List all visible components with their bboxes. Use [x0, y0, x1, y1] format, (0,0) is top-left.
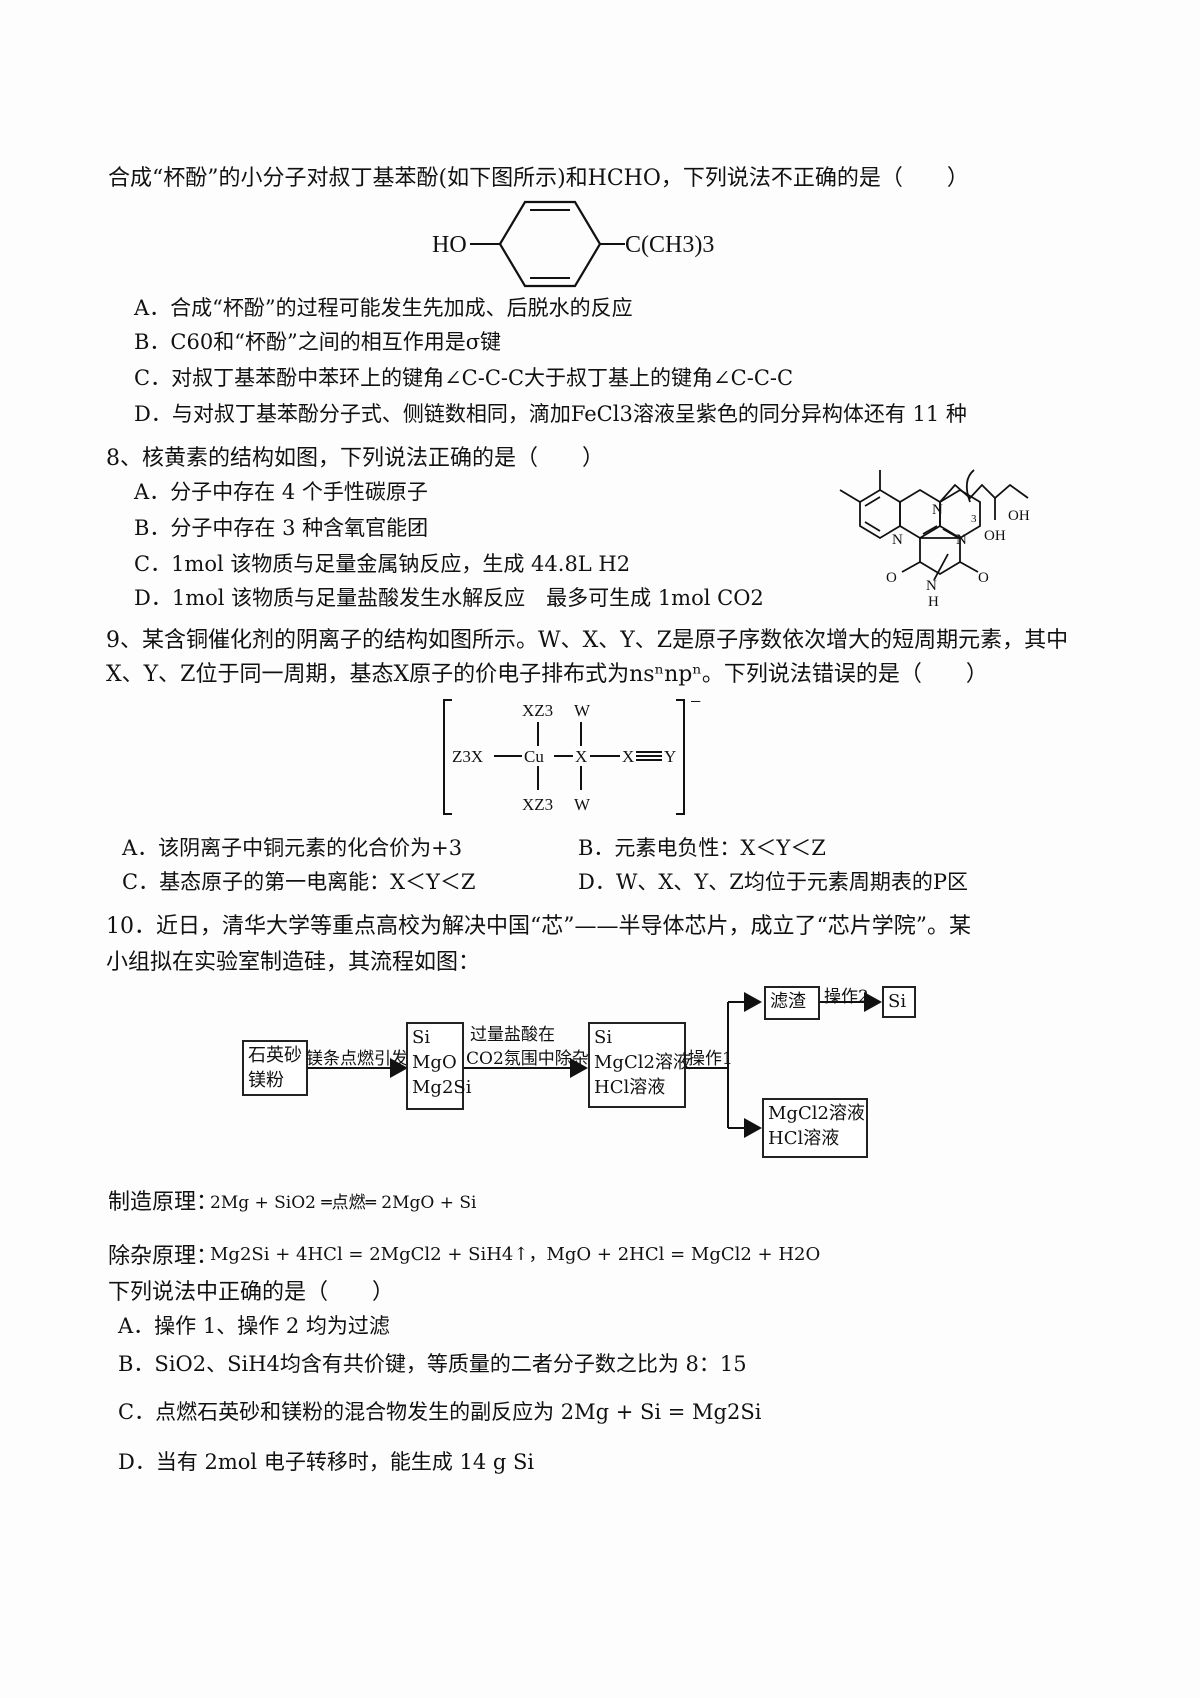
q10-principle1-label: 制造原理：: [108, 1190, 219, 1215]
flow-arrow3-label: 操作1: [688, 1049, 733, 1069]
flow-box6-line1: MgCl2溶液: [768, 1103, 865, 1124]
flow-box1-line2: 镁粉: [248, 1070, 284, 1091]
q8-o-label-1: O: [886, 570, 897, 586]
q8-oh-label-2: OH: [984, 528, 1006, 544]
flow-box6-line2: HCl溶液: [768, 1128, 840, 1149]
q7-structure-figure: HO C(CH3)3: [432, 200, 714, 288]
benzene-ring-icon: [498, 200, 602, 288]
flow-box5-label: Si: [888, 991, 907, 1012]
flow-arrow4-label: 操作2: [824, 987, 869, 1007]
q8-option-d: D．1mol 该物质与足量盐酸发生水解反应 最多可生成 1mol CO2: [134, 586, 764, 610]
flow-box1-line1: 石英砂: [248, 1045, 302, 1066]
q10-flow-arrows: [308, 992, 882, 1138]
flow-box-product-mixture: Si MgO Mg2Si: [406, 1022, 472, 1110]
q9-charge-label: −: [690, 692, 701, 713]
q8-o-label-2: O: [978, 570, 989, 586]
q9-option-b: B．元素电负性：X＜Y＜Z: [578, 836, 826, 860]
flow-box3-line1: Si: [594, 1027, 613, 1048]
q8-n-label-4: N: [926, 578, 937, 594]
q9-option-d: D．W、X、Y、Z均位于元素周期表的P区: [578, 870, 968, 894]
q10-stem-line2: 小组拟在实验室制造硅，其流程如图：: [106, 950, 481, 975]
q8-subscript-3: 3: [971, 513, 977, 525]
q7-option-c: C．对叔丁基苯酚中苯环上的键角∠C-C-C大于叔丁基上的键角∠C-C-C: [134, 366, 794, 390]
q8-oh-label-1: OH: [1008, 508, 1030, 524]
flow-arrow2-label-line2: CO2氛围中除杂: [466, 1049, 589, 1069]
q9-option-a: A．该阴离子中铜元素的化合价为+3: [122, 836, 463, 860]
q8-option-c: C．1mol 该物质与足量金属钠反应，生成 44.8L H2: [134, 552, 631, 576]
q10-principle1: 2Mg + SiO2 ═点燃═ 2MgO + Si: [210, 1193, 477, 1213]
flow-box3-line2: MgCl2溶液: [594, 1052, 691, 1073]
flow-box-residue: 滤渣: [764, 986, 820, 1020]
flow-box3-line3: HCl溶液: [594, 1077, 666, 1098]
q9-x2-label: X: [622, 747, 634, 766]
flow-box2-line2: MgO: [412, 1052, 457, 1073]
q9-stem-line2: X、Y、Z位于同一周期，基态X原子的价电子排布式为nsⁿnpⁿ。下列说法错误的是…: [106, 662, 988, 687]
flow-arrow1-label: 镁条点燃引发: [306, 1049, 408, 1069]
q9-y-label: Y: [664, 747, 676, 766]
q7-option-a: A．合成“杯酚”的过程可能发生先加成、后脱水的反应: [134, 296, 633, 320]
flow-box2-line3: Mg2Si: [412, 1077, 472, 1098]
q9-bottom-left-label: XZ3: [522, 795, 553, 814]
q9-option-c: C．基态原子的第一电离能：X＜Y＜Z: [122, 870, 476, 894]
q8-h-label: H: [928, 594, 939, 610]
flow-arrow2-label-line1: 过量盐酸在: [470, 1025, 555, 1045]
q9-top-left-label: XZ3: [522, 701, 553, 720]
q7-option-d: D．与对叔丁基苯酚分子式、侧链数相同，滴加FeCl3溶液呈紫色的同分异构体还有 …: [134, 402, 967, 426]
flow-box2-line1: Si: [412, 1027, 431, 1048]
flow-box-raw-materials: 石英砂 镁粉: [242, 1040, 308, 1096]
q9-x-label: X: [575, 747, 587, 766]
flow-box-si-product: Si: [882, 986, 916, 1018]
q8-n-label-2: N: [892, 532, 903, 548]
q10-option-c: C．点燃石英砂和镁粉的混合物发生的副反应为 2Mg + Si = Mg2Si: [118, 1400, 762, 1424]
riboflavin-structure-figure: N N N N H O O OH OH 3: [839, 469, 1030, 610]
flow-box4-label: 滤渣: [770, 991, 806, 1012]
q8-option-a: A．分子中存在 4 个手性碳原子: [134, 480, 428, 504]
q10-option-b: B．SiO2、SiH4均含有共价键，等质量的二者分子数之比为 8：15: [118, 1352, 747, 1376]
q10-principle2-label: 除杂原理：: [108, 1244, 219, 1269]
q9-center-cu-label: Cu: [524, 747, 544, 766]
q9-left-label: Z3X: [452, 747, 483, 766]
q9-top-right-label: W: [574, 701, 591, 720]
q8-option-b: B．分子中存在 3 种含氧官能团: [134, 516, 429, 540]
q7-tbutyl-label: C(CH3)3: [625, 232, 714, 258]
q7-option-b: B．C60和“杯酚”之间的相互作用是σ键: [134, 330, 502, 354]
q10-principle2: Mg2Si + 4HCl = 2MgCl2 + SiH4↑，MgO + 2HCl…: [210, 1244, 821, 1265]
flow-box-after-acid: Si MgCl2溶液 HCl溶液: [588, 1022, 691, 1108]
q8-stem: 8、核黄素的结构如图，下列说法正确的是（ ）: [106, 446, 604, 471]
q10-option-a: A．操作 1、操作 2 均为过滤: [118, 1314, 390, 1338]
q8-n-label-1: N: [932, 502, 943, 518]
q10-option-d: D．当有 2mol 电子转移时，能生成 14 g Si: [118, 1450, 535, 1474]
flow-box-filtrate: MgCl2溶液 HCl溶液: [762, 1098, 868, 1158]
q10-stem-line1: 10．近日，清华大学等重点高校为解决中国“芯”——半导体芯片，成立了“芯片学院”…: [106, 914, 971, 939]
q7-ho-label: HO: [432, 232, 467, 258]
q10-question: 下列说法中正确的是（ ）: [108, 1280, 395, 1305]
q8-n-label-3: N: [956, 532, 967, 548]
q7-stem: 合成“杯酚”的小分子对叔丁基苯酚(如下图所示)和HCHO，下列说法不正确的是（ …: [108, 166, 969, 191]
q9-bottom-right-label: W: [574, 795, 591, 814]
q9-anion-structure-figure: XZ3 W Z3X Cu X X Y XZ3 W −: [443, 692, 701, 815]
q9-stem-line1: 9、某含铜催化剂的阴离子的结构如图所示。W、X、Y、Z是原子序数依次增大的短周期…: [106, 628, 1069, 653]
